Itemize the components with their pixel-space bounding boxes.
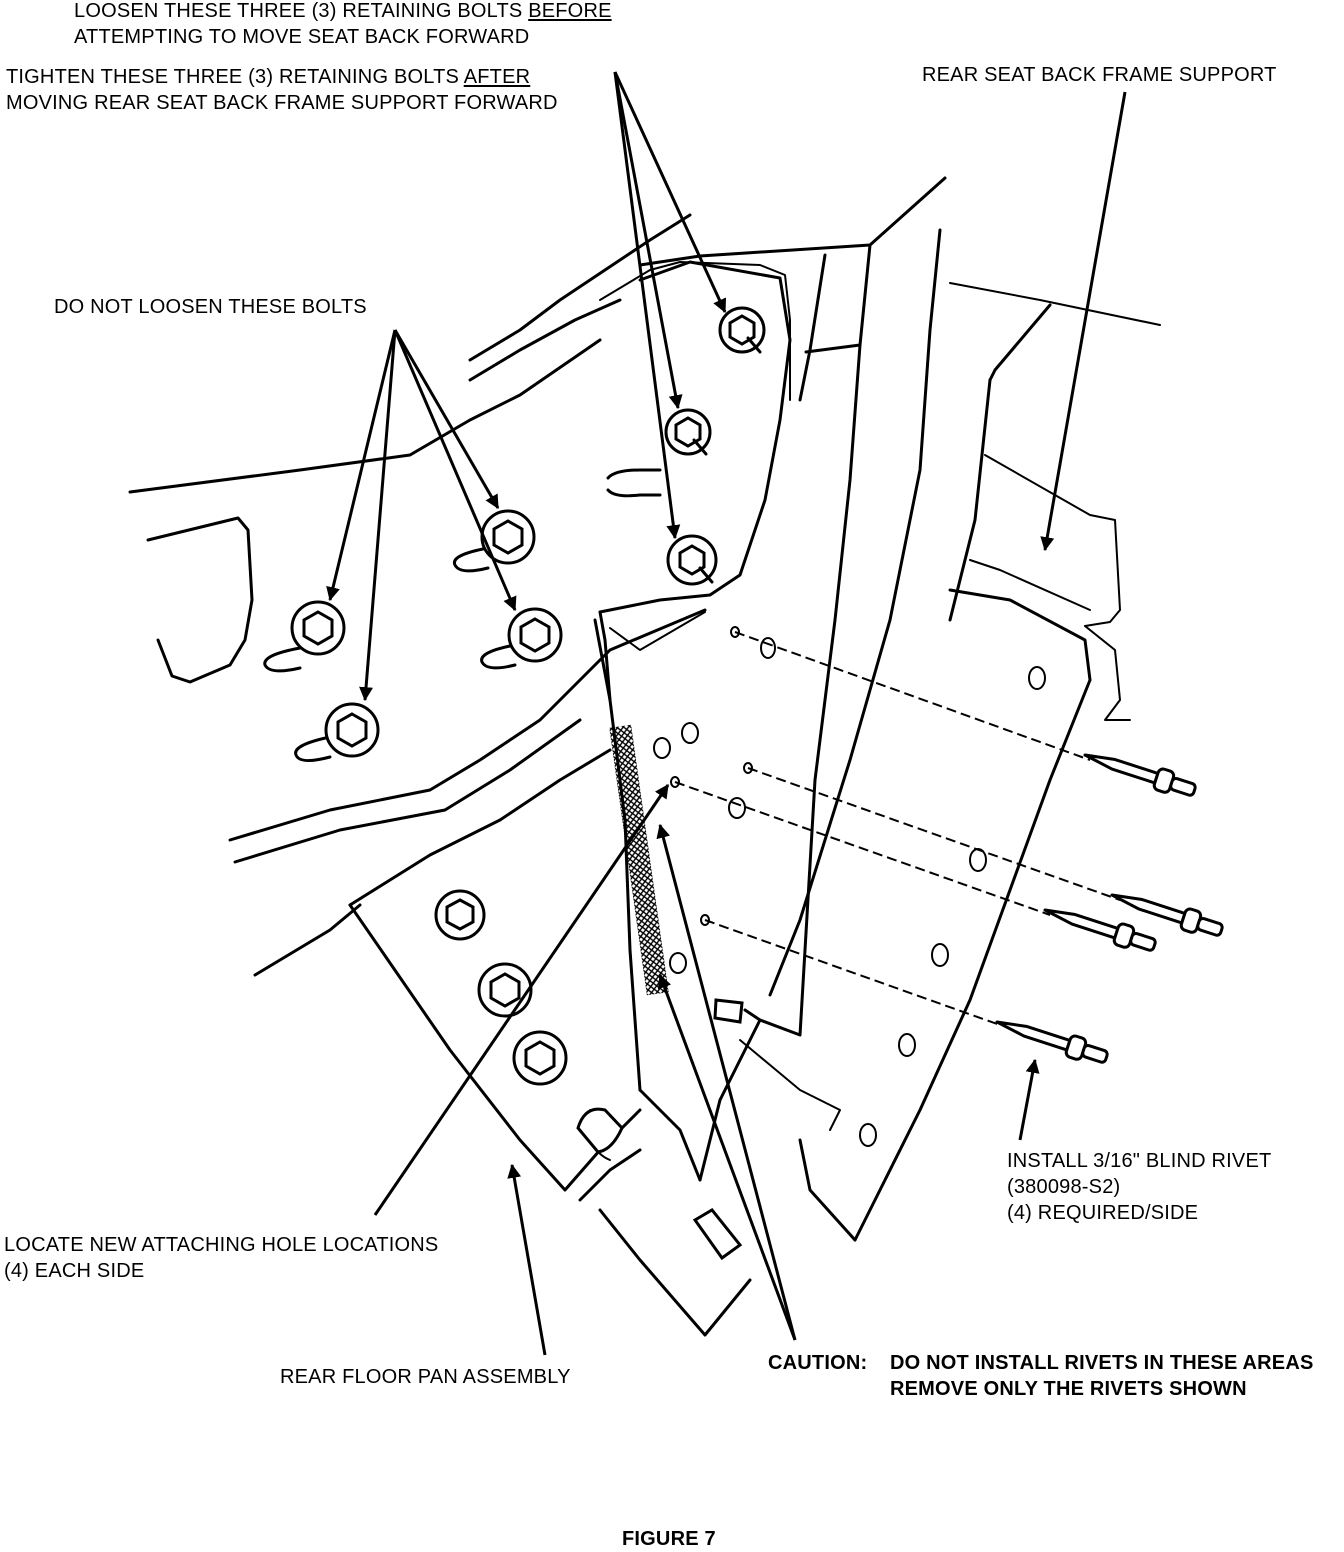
- figure-caption: FIGURE 7: [622, 1528, 716, 1550]
- rivet-projection-lines: [674, 631, 1121, 1026]
- locate-holes-note: LOCATE NEW ATTACHING HOLE LOCATIONS (4) …: [4, 1232, 438, 1284]
- rivet-line1: INSTALL 3/16" BLIND RIVET: [1007, 1150, 1272, 1172]
- rivet-flange-panel: [638, 588, 1092, 1242]
- loosen-emphasis: BEFORE: [528, 0, 612, 22]
- rivet-quantity: (4) REQUIRED/SIDE: [1007, 1202, 1199, 1224]
- retaining-bolt: [666, 534, 718, 586]
- locate-line1: LOCATE NEW ATTACHING HOLE LOCATIONS: [4, 1234, 439, 1256]
- leader-locate-holes: [373, 784, 670, 1216]
- leader-floor-pan: [507, 1163, 547, 1356]
- tighten-bolts-note: TIGHTEN THESE THREE (3) RETAINING BOLTS …: [6, 64, 558, 116]
- caution-line2: REMOVE ONLY THE RIVETS SHOWN: [890, 1378, 1247, 1400]
- floor-pan-bolt: [512, 1030, 568, 1086]
- leader-rivet: [1018, 1058, 1040, 1141]
- loosen-bolts-note: LOOSEN THESE THREE (3) RETAINING BOLTS B…: [74, 0, 612, 50]
- leader-do-not-loosen: [326, 329, 517, 702]
- leader-retaining-bolts: [613, 71, 727, 540]
- floor-pan-lower: [576, 998, 752, 1337]
- leader-caution: [656, 823, 797, 1341]
- fixed-bolt: [452, 509, 536, 573]
- retaining-bracket-plate: [598, 260, 792, 614]
- floor-pan-structure: [128, 213, 791, 977]
- fixed-bolt: [263, 600, 346, 673]
- blind-rivet: [995, 1020, 1109, 1064]
- floor-pan-bolt: [477, 962, 533, 1018]
- leader-frame-support: [1040, 91, 1127, 552]
- blind-rivet: [1110, 893, 1224, 937]
- fixed-bolt: [480, 607, 563, 670]
- floor-pan-bolt: [434, 889, 486, 941]
- rivet-note: INSTALL 3/16" BLIND RIVET (380098-S2) (4…: [1007, 1148, 1271, 1226]
- fixed-bolt: [294, 702, 380, 762]
- caution-hatch-area: [609, 724, 669, 996]
- flange-holes: [653, 626, 1046, 1147]
- retaining-bolt: [664, 408, 712, 456]
- rivet-part-number: (380098-S2): [1007, 1176, 1121, 1198]
- retaining-bolt: [718, 306, 766, 354]
- loosen-line1: LOOSEN THESE THREE (3) RETAINING BOLTS: [74, 0, 529, 22]
- blind-rivet: [1043, 908, 1157, 952]
- rear-seat-back-frame-support: [638, 176, 1161, 1037]
- do-not-loosen-label: DO NOT LOOSEN THESE BOLTS: [54, 296, 367, 318]
- tighten-emphasis: AFTER: [463, 66, 531, 88]
- frame-support-label: REAR SEAT BACK FRAME SUPPORT: [922, 64, 1277, 86]
- blind-rivet: [1083, 753, 1197, 797]
- caution-note: DO NOT INSTALL RIVETS IN THESE AREAS REM…: [890, 1350, 1314, 1402]
- loosen-line2: ATTEMPTING TO MOVE SEAT BACK FORWARD: [74, 26, 530, 48]
- floor-pan-label: REAR FLOOR PAN ASSEMBLY: [280, 1366, 571, 1388]
- tighten-line2: MOVING REAR SEAT BACK FRAME SUPPORT FORW…: [6, 92, 558, 114]
- locate-line2: (4) EACH SIDE: [4, 1260, 145, 1282]
- caution-prefix: CAUTION:: [768, 1352, 868, 1374]
- caution-line1: DO NOT INSTALL RIVETS IN THESE AREAS: [890, 1352, 1314, 1374]
- tighten-line1: TIGHTEN THESE THREE (3) RETAINING BOLTS: [6, 66, 464, 88]
